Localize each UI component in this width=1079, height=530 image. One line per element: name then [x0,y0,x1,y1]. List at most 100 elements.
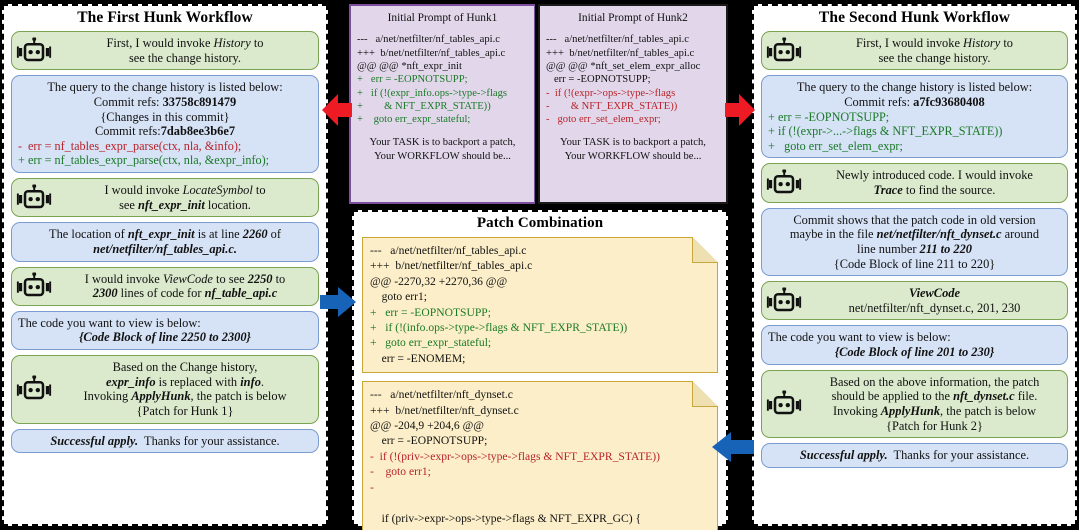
prompt-task-line: Your TASK is to backport a patch, [369,136,516,148]
agent-message-bubble: Based on the above information, the patc… [761,369,1068,439]
patch-diff-line: + if (!(info.ops->type->flags & NFT_EXPR… [370,321,628,335]
prompt-diff-line: +++ b/net/netfilter/nf_tables_api.c [357,47,506,59]
page-title-patch: Patch Combination [476,215,604,231]
agent-message-bubble: Based on the Change history,expr_info is… [11,355,319,424]
page-fold-shading [692,381,718,408]
prompt-diff-line: - goto err_set_elem_expr; [546,114,661,126]
patch-diff-line: + goto err_expr_stateful; [370,336,492,350]
patch-diff-line: if (priv->expr->ops->type->flags & NFT_E… [370,511,642,525]
prompt-diff-line: + if (!(expr_info.ops->type->flags [357,87,508,99]
robot-icon [16,37,52,64]
message-diff: +err = -EOPNOTSUPP;+if (!(expr->...->fla… [768,109,1003,153]
prompt-task-line: Your WORKFLOW should be... [374,150,511,162]
first-hunk-workflow-panel: The First Hunk Workflow First, I would i… [2,4,328,526]
prompt-diff-line: @@ @@ *nft_set_elem_expr_alloc [546,61,701,73]
message-text: The query to the change history is liste… [796,80,1033,109]
patch-note-card: --- a/net/netfilter/nf_tables_api.c +++ b… [362,237,718,374]
prompt-task-line: Your WORKFLOW should be... [564,150,702,162]
patch-diff-line: - [370,480,374,494]
prompt1-diff-lines: --- a/net/netfilter/nf_tables_api.c+++ b… [357,33,528,126]
arrow-right-to-patch [712,430,754,464]
patch-diff-line: - goto err1; [370,465,431,479]
prompt1-task-text: Your TASK is to backport a patch, Your WO… [357,136,528,164]
user-message-bubble: The query to the change history is liste… [11,75,319,174]
initial-prompt-hunk2-card: Initial Prompt of Hunk2 --- a/net/netfil… [538,4,728,204]
user-message-bubble: Successful apply. Thanks for your assist… [761,443,1068,468]
patch-combination-panel: Patch Combination --- a/net/netfilter/nf… [352,210,728,530]
prompt2-title: Initial Prompt of Hunk2 [578,12,688,24]
prompt-diff-line: @@ @@ *nft_expr_init [357,61,462,73]
robot-icon [766,287,802,314]
prompt1-title: Initial Prompt of Hunk1 [387,12,498,24]
message-text: The location of nft_expr_init is at line… [49,227,281,256]
second-hunk-workflow-panel: The Second Hunk Workflow First, I would … [752,4,1077,526]
prompt-diff-line: --- a/net/netfilter/nf_tables_api.c [357,34,500,46]
message-text: Successful apply. Thanks for your assist… [799,448,1030,463]
message-diff: -err = nf_tables_expr_parse(ctx, nla, &i… [18,138,270,168]
robot-icon [16,375,52,403]
robot-icon [766,169,802,197]
prompt-diff-line: + & NFT_EXPR_STATE)) [357,101,491,113]
patch-diff-line: +++ b/net/netfilter/nft_dynset.c [370,403,519,417]
message-text: The query to the change history is liste… [47,80,283,139]
patch-diff-line: +++ b/net/netfilter/nf_tables_api.c [370,259,533,273]
page-title-right: The Second Hunk Workflow [818,9,1011,26]
user-message-bubble: Commit shows that the patch code in old … [761,207,1068,277]
patch-diff-line: goto err1; [370,290,427,304]
message-text: The code you want to view is below:{Code… [768,330,995,360]
arrow-prompt2-to-right [725,90,755,130]
message-text: Successful apply. Thanks for your assist… [50,433,280,448]
patch-note-card: --- a/net/netfilter/nft_dynset.c+++ b/ne… [362,381,718,530]
patch-diff-line [370,495,710,510]
prompt-diff-line: - & NFT_EXPR_STATE)) [546,101,678,113]
initial-prompt-hunk1-card: Initial Prompt of Hunk1 --- a/net/netfil… [349,4,535,204]
patch-diff-line: --- a/net/netfilter/nf_tables_api.c [370,244,527,257]
user-message-bubble: The code you want to view is below:{Code… [11,310,319,351]
prompt-diff-line: - if (!(expr->ops->type->flags [546,87,676,99]
user-message-bubble: The query to the change history is liste… [761,75,1068,159]
message-text: The code you want to view is below:{Code… [18,315,251,345]
user-message-bubble: The location of nft_expr_init is at line… [11,222,319,262]
page-title-left: The First Hunk Workflow [77,9,253,26]
robot-icon [16,184,52,211]
patch-note-list: --- a/net/netfilter/nf_tables_api.c +++ b… [354,237,726,530]
patch-diff-line: --- a/net/netfilter/nft_dynset.c [370,388,513,402]
prompt-diff-line: + goto err_expr_stateful; [357,114,471,126]
patch-diff-line: @@ -204,9 +204,6 @@ [370,419,484,433]
patch-diff-line: err = -ENOMEM; [370,351,466,365]
message-text: Based on the above information, the patc… [829,374,1040,433]
patch-diff-line: + err = -EOPNOTSUPP; [370,305,491,319]
robot-icon [16,272,52,300]
prompt2-diff-lines: --- a/net/netfilter/nf_tables_api.c+++ b… [546,33,720,126]
user-message-bubble: The code you want to view is below:{Code… [761,325,1068,365]
prompt-task-line: Your TASK is to backport a patch, [560,136,706,148]
prompt-diff-line: err = -EOPNOTSUPP; [546,74,651,86]
patch-diff-line: - if (!(priv->expr->ops->type->flags & N… [370,449,660,463]
patch-diff-line: @@ -2270,32 +2270,36 @@ [370,274,508,288]
arrow-prompt1-to-left [322,90,352,130]
patch-diff-line: err = -EOPNOTSUPP; [370,434,488,448]
prompt2-task-text: Your TASK is to backport a patch, Your WO… [546,136,720,164]
arrow-left-to-patch [320,285,356,319]
robot-icon [766,37,802,64]
user-message-bubble: Successful apply. Thanks for your assist… [11,428,319,454]
message-text: Based on the Change history,expr_info is… [83,360,287,418]
message-text: Commit shows that the patch code in old … [789,212,1040,271]
prompt-diff-line: --- a/net/netfilter/nf_tables_api.c [546,34,689,46]
robot-icon [766,390,802,417]
